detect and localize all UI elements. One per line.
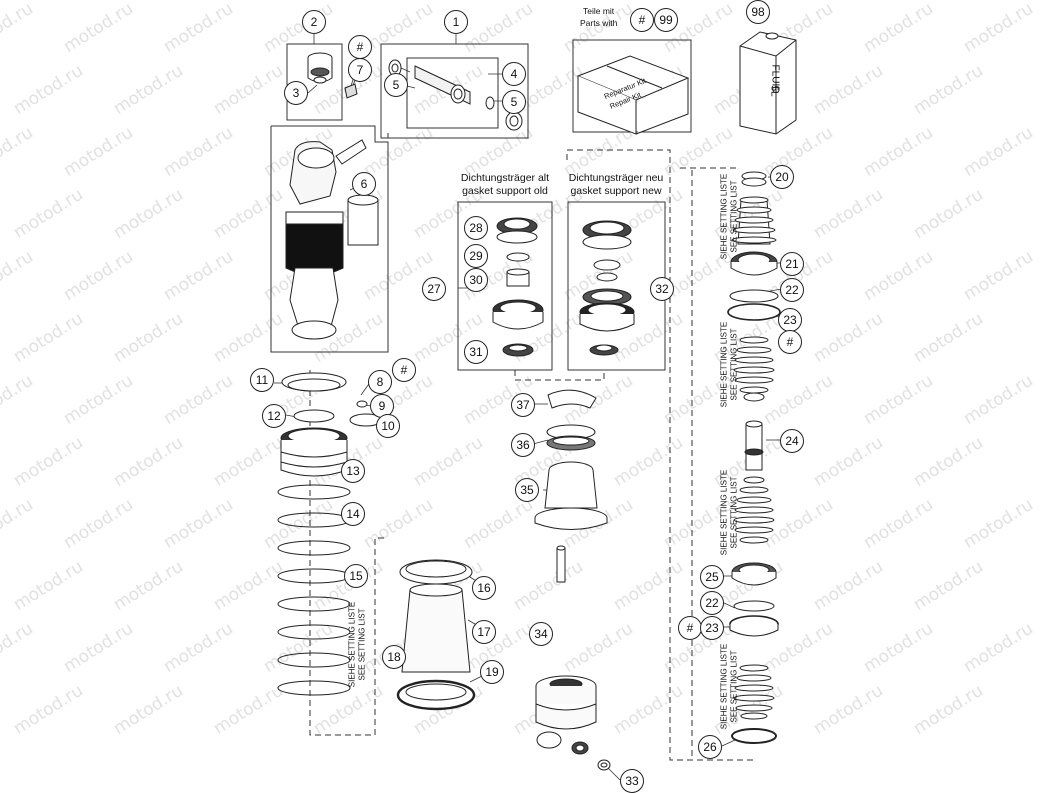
callout-32: 32	[650, 277, 674, 301]
callout-33: 33	[620, 769, 644, 793]
callout-28: 28	[464, 216, 488, 240]
gasket-old-de-label: Dichtungsträger alt	[460, 172, 550, 184]
callout-24: 24	[780, 429, 804, 453]
callout-25: 25	[700, 565, 724, 589]
callout-1: 1	[444, 10, 468, 34]
gasket-old-en-label: gasket support old	[462, 185, 548, 197]
box-part-1	[380, 43, 529, 139]
setting-list-de-label: SIEHE SETTING LISTE	[347, 601, 357, 688]
setting-list-de-label: SIEHE SETTING LISTE	[719, 173, 729, 260]
callout-34: 34	[529, 622, 553, 646]
callout-30: 30	[464, 268, 488, 292]
callout-17: 17	[472, 620, 496, 644]
callout-20: 20	[770, 165, 794, 189]
callout-12: 12	[262, 404, 286, 428]
setting-list-en-label: SEE SETTING LIST	[729, 650, 739, 723]
callout-35: 35	[515, 478, 539, 502]
callout-99: 99	[654, 8, 678, 32]
callout-22: 22	[700, 591, 724, 615]
callout-5: 5	[384, 73, 408, 97]
callout-hash: #	[778, 330, 802, 354]
callout-16: 16	[472, 576, 496, 600]
callout-21: 21	[780, 252, 804, 276]
box-gasket-old	[457, 201, 553, 371]
callout-29: 29	[464, 244, 488, 268]
callout-19: 19	[480, 660, 504, 684]
box-part-4-5	[406, 57, 499, 129]
callout-hash: #	[630, 8, 654, 32]
callout-26: 26	[698, 735, 722, 759]
callout-31: 31	[464, 340, 488, 364]
callout-8: 8	[368, 370, 392, 394]
callout-10: 10	[376, 414, 400, 438]
callout-6: 6	[352, 172, 376, 196]
parts-with-label: Parts with	[580, 18, 618, 28]
callout-14: 14	[341, 502, 365, 526]
callout-hash: #	[678, 616, 702, 640]
callout-7: 7	[348, 58, 372, 82]
callout-3: 3	[284, 81, 308, 105]
setting-list-de-label: SIEHE SETTING LISTE	[719, 321, 729, 408]
callout-hash: #	[348, 35, 372, 59]
gasket-new-en-label: gasket support new	[570, 185, 662, 197]
callout-37: 37	[511, 393, 535, 417]
setting-list-en-label: SEE SETTING LIST	[729, 180, 739, 253]
setting-list-en-label: SEE SETTING LIST	[357, 608, 367, 681]
callout-27: 27	[422, 277, 446, 301]
fluid-volume-label: 5L	[768, 85, 780, 97]
callout-4: 4	[502, 62, 526, 86]
callout-15: 15	[344, 564, 368, 588]
callout-23: 23	[700, 616, 724, 640]
gasket-new-de-label: Dichtungsträger neu	[568, 172, 664, 184]
callout-23: 23	[778, 308, 802, 332]
setting-list-de-label: SIEHE SETTING LISTE	[719, 643, 729, 730]
callout-22: 22	[780, 278, 804, 302]
setting-list-de-label: SIEHE SETTING LISTE	[719, 469, 729, 556]
callout-36: 36	[511, 433, 535, 457]
callout-5: 5	[502, 90, 526, 114]
callout-98: 98	[746, 0, 770, 24]
teile-mit-label: Teile mit	[583, 6, 615, 16]
setting-list-en-label: SEE SETTING LIST	[729, 328, 739, 401]
callout-2: 2	[302, 10, 326, 34]
callout-11: 11	[250, 368, 274, 392]
box-shock-body	[270, 125, 389, 353]
setting-list-en-label: SEE SETTING LIST	[729, 476, 739, 549]
callout-hash: #	[392, 358, 416, 382]
callout-18: 18	[382, 645, 406, 669]
callout-13: 13	[341, 459, 365, 483]
box-part-2-3	[286, 43, 343, 121]
